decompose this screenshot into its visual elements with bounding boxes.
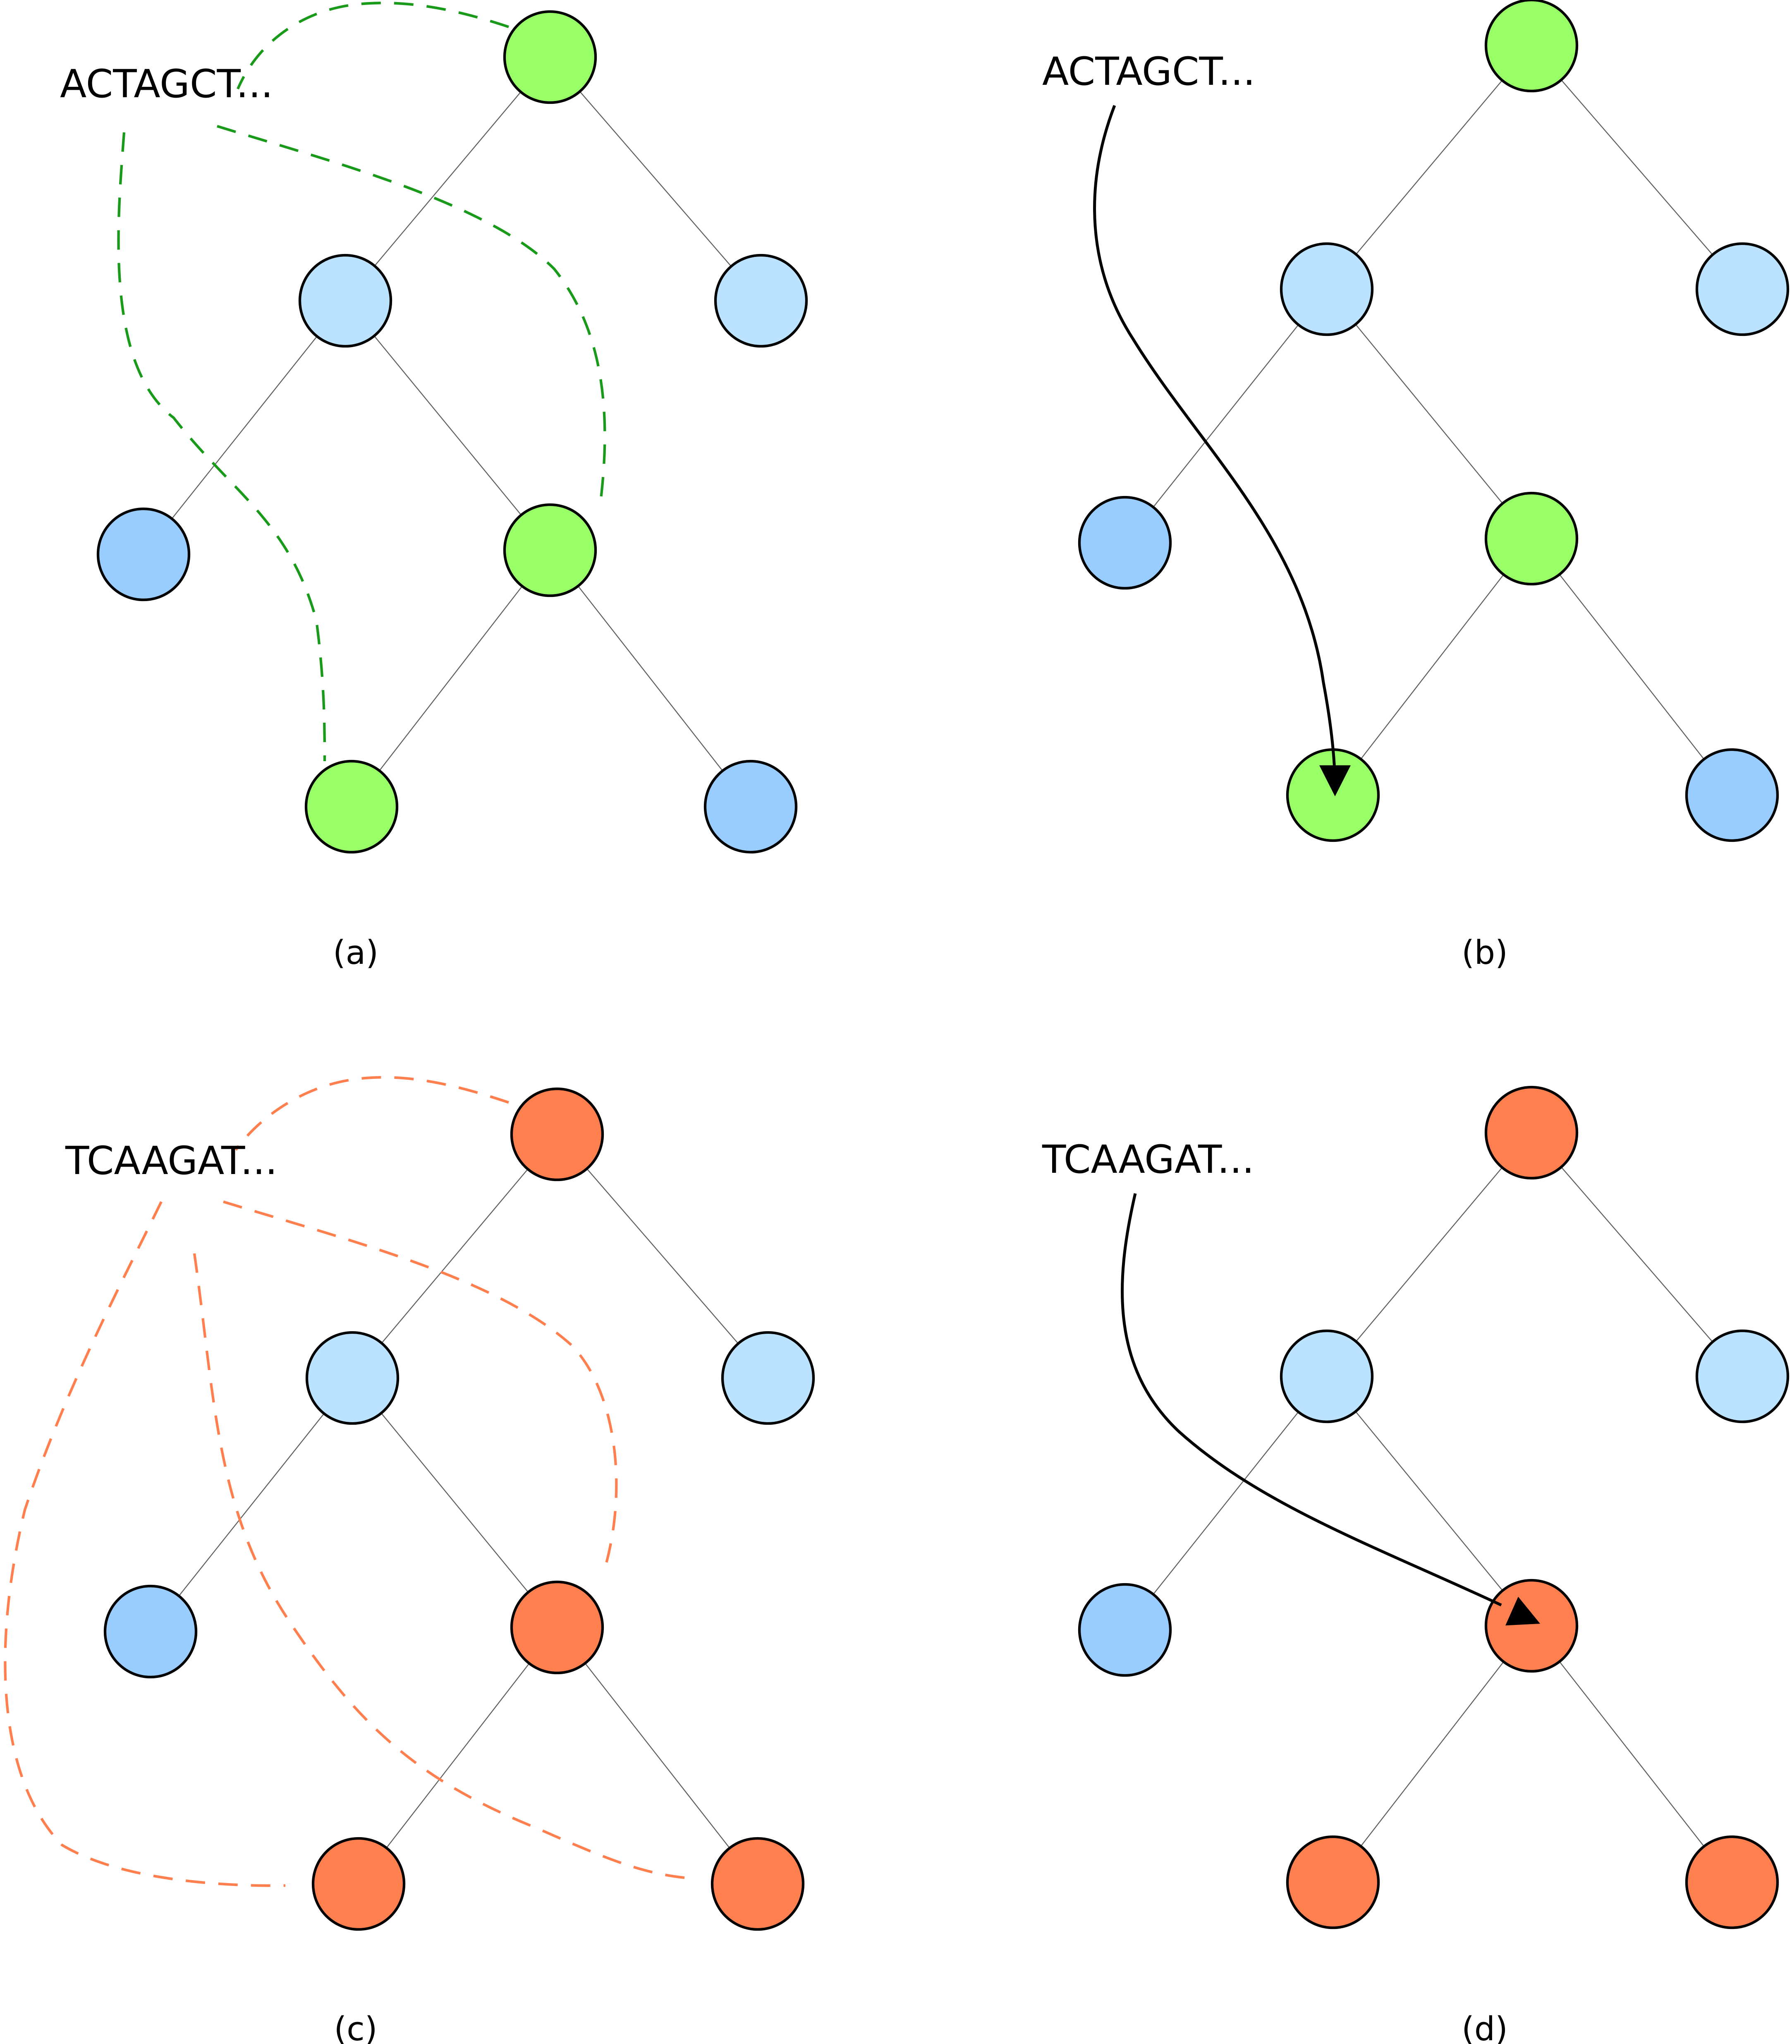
- arrow-head-icon: [1505, 1596, 1540, 1626]
- tree-node-2: [1695, 242, 1790, 336]
- dashed-match-line: [4, 1201, 286, 1887]
- dashed-match-line: [234, 1076, 509, 1151]
- tree-node-2: [1695, 1329, 1790, 1423]
- dashed-match-line: [117, 132, 326, 762]
- tree-node-4: [1484, 491, 1579, 586]
- match-links: [117, 1, 606, 762]
- tree-nodes: [96, 10, 808, 854]
- tree-edge: [1326, 1376, 1532, 1626]
- tree-node-4: [503, 503, 597, 597]
- tree-edge: [1333, 1625, 1532, 1883]
- tree-node-6: [1685, 1835, 1779, 1929]
- tree-edge: [352, 1378, 557, 1628]
- tree-node-1: [1280, 1329, 1374, 1423]
- tree-node-5: [304, 760, 399, 854]
- tree-edge: [1326, 45, 1532, 290]
- tree-nodes: [103, 1087, 815, 1931]
- tree-node-6: [711, 1837, 805, 1931]
- tree-node-0: [1484, 1086, 1579, 1180]
- tree-edge: [1326, 289, 1532, 539]
- panel-caption: (d): [1462, 2010, 1508, 2044]
- panel-a: ACTAGCT... (a): [60, 1, 808, 972]
- placement-arrow: [1093, 105, 1351, 796]
- dashed-match-line: [237, 1, 509, 90]
- tree-node-3: [103, 1584, 198, 1679]
- tree-edges: [1124, 1132, 1743, 1883]
- tree-edge: [557, 1627, 758, 1884]
- tree-node-3: [1078, 1583, 1172, 1677]
- sequence-label: ACTAGCT...: [60, 62, 273, 107]
- panel-caption: (c): [334, 2010, 377, 2044]
- tree-edge: [358, 1627, 557, 1884]
- dashed-match-line: [193, 1253, 689, 1880]
- tree-edge: [1326, 1132, 1532, 1377]
- tree-edges: [143, 57, 761, 807]
- tree-nodes: [1078, 0, 1790, 842]
- placement-arrow: [1121, 1193, 1540, 1626]
- arrow-shaft: [1121, 1193, 1502, 1607]
- tree-edge: [345, 300, 550, 551]
- tree-edges: [1124, 45, 1743, 796]
- tree-node-4: [1484, 1579, 1579, 1673]
- tree-edge: [1333, 538, 1532, 796]
- tree-node-1: [1280, 242, 1374, 336]
- panel-caption: (b): [1462, 934, 1508, 972]
- tree-edge: [550, 57, 761, 301]
- panel-d: TCAAGAT... (d): [1042, 1086, 1790, 2044]
- tree-edge: [143, 300, 346, 555]
- tree-edge: [1531, 538, 1732, 796]
- dashed-match-line: [223, 1200, 618, 1572]
- tree-node-6: [703, 760, 798, 854]
- tree-edge: [557, 1134, 768, 1378]
- tree-node-3: [96, 507, 191, 601]
- tree-node-0: [503, 10, 597, 104]
- tree-node-0: [1484, 0, 1579, 93]
- tree-edge: [550, 550, 751, 807]
- tree-node-6: [1685, 748, 1779, 842]
- match-links: [4, 1076, 689, 1887]
- tree-edge: [345, 57, 550, 301]
- tree-edge: [1531, 45, 1743, 290]
- sequence-label: TCAAGAT...: [65, 1138, 278, 1184]
- panel-caption: (a): [333, 934, 378, 972]
- tree-edge: [1124, 1376, 1327, 1630]
- panel-c: TCAAGAT... (c): [4, 1076, 815, 2044]
- sequence-label: TCAAGAT...: [1042, 1137, 1254, 1182]
- tree-nodes: [1078, 1086, 1790, 1929]
- tree-node-4: [510, 1580, 604, 1675]
- tree-node-5: [1286, 1835, 1380, 1929]
- dashed-match-line: [217, 125, 606, 509]
- tree-node-2: [721, 1331, 815, 1425]
- tree-node-2: [714, 254, 808, 348]
- tree-edge: [1531, 1625, 1732, 1883]
- tree-edges: [150, 1134, 768, 1884]
- panel-b: ACTAGCT... (b): [1042, 0, 1790, 972]
- arrow-shaft: [1093, 105, 1337, 788]
- tree-edge: [351, 550, 550, 807]
- tree-node-1: [305, 1331, 400, 1425]
- tree-node-5: [311, 1837, 406, 1931]
- tree-edge: [1531, 1132, 1743, 1377]
- tree-edge: [1124, 289, 1327, 543]
- sequence-label: ACTAGCT...: [1042, 49, 1255, 94]
- tree-node-1: [298, 254, 392, 348]
- tree-node-0: [510, 1087, 604, 1181]
- tree-edge: [150, 1378, 353, 1632]
- tree-node-3: [1078, 496, 1172, 590]
- tree-edge: [352, 1134, 557, 1378]
- arrow-head-icon: [1319, 765, 1351, 796]
